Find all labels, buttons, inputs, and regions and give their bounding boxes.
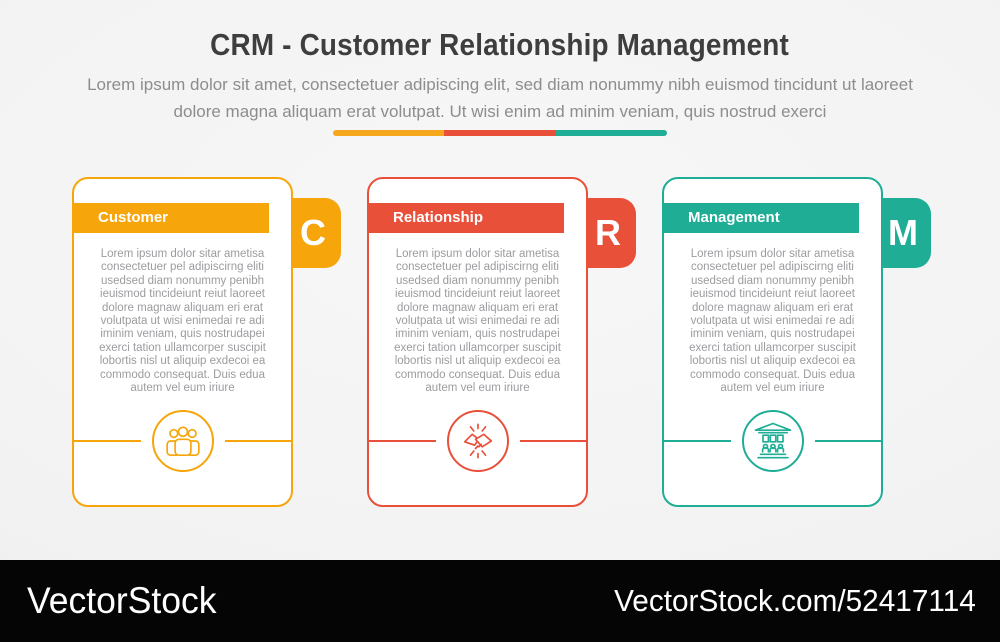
card-management-body-text: Lorem ipsum dolor sitar ametisa consecte…	[689, 248, 856, 395]
card-relationship: R Relationship Lorem ipsum dolor sitar a…	[367, 177, 636, 507]
card-customer-panel: Customer Lorem ipsum dolor sitar ametisa…	[72, 177, 293, 507]
card-management: M Management Lorem ipsum dolor sitar ame…	[662, 177, 931, 507]
card-relationship-icon-row	[367, 408, 588, 474]
page-title: CRM - Customer Relationship Management	[210, 27, 790, 62]
letter-badge: M	[888, 212, 918, 253]
divider-segment-red	[444, 130, 556, 136]
right-connector-line	[519, 440, 588, 442]
card-customer-body-text: Lorem ipsum dolor sitar ametisa consecte…	[99, 248, 266, 395]
letter-badge: R	[595, 212, 621, 253]
handshake-icon	[446, 410, 509, 472]
left-connector-line	[72, 440, 141, 442]
card-management-panel: Management Lorem ipsum dolor sitar ameti…	[662, 177, 883, 507]
vectorstock-logo: VectorStock	[27, 580, 217, 621]
card-customer: C Customer Lorem ipsum dolor sitar ameti…	[72, 177, 341, 507]
watermark-bar: VectorStock VectorStock.com/52417114	[0, 560, 1000, 642]
left-connector-line	[367, 440, 436, 442]
divider-segment-teal	[555, 130, 667, 136]
page-subtitle: Lorem ipsum dolor sit amet, consectetuer…	[87, 75, 913, 121]
card-relationship-panel: Relationship Lorem ipsum dolor sitar ame…	[367, 177, 588, 507]
bank-building-icon	[741, 410, 804, 472]
card-customer-header: Customer	[72, 203, 269, 233]
letter-badge: C	[300, 212, 326, 253]
people-group-icon	[151, 410, 214, 472]
left-connector-line	[662, 440, 731, 442]
divider-bar	[333, 130, 667, 136]
divider-segment-orange	[333, 130, 445, 136]
page-title-row: CRM - Customer Relationship Management	[0, 27, 1000, 63]
card-customer-icon-row	[72, 408, 293, 474]
right-connector-line	[814, 440, 883, 442]
card-management-icon-row	[662, 408, 883, 474]
card-management-header: Management	[662, 203, 859, 233]
right-connector-line	[224, 440, 293, 442]
card-relationship-body-text: Lorem ipsum dolor sitar ametisa consecte…	[394, 248, 561, 395]
vectorstock-credit-url: VectorStock.com/52417114	[614, 583, 976, 618]
card-relationship-header: Relationship	[367, 203, 564, 233]
